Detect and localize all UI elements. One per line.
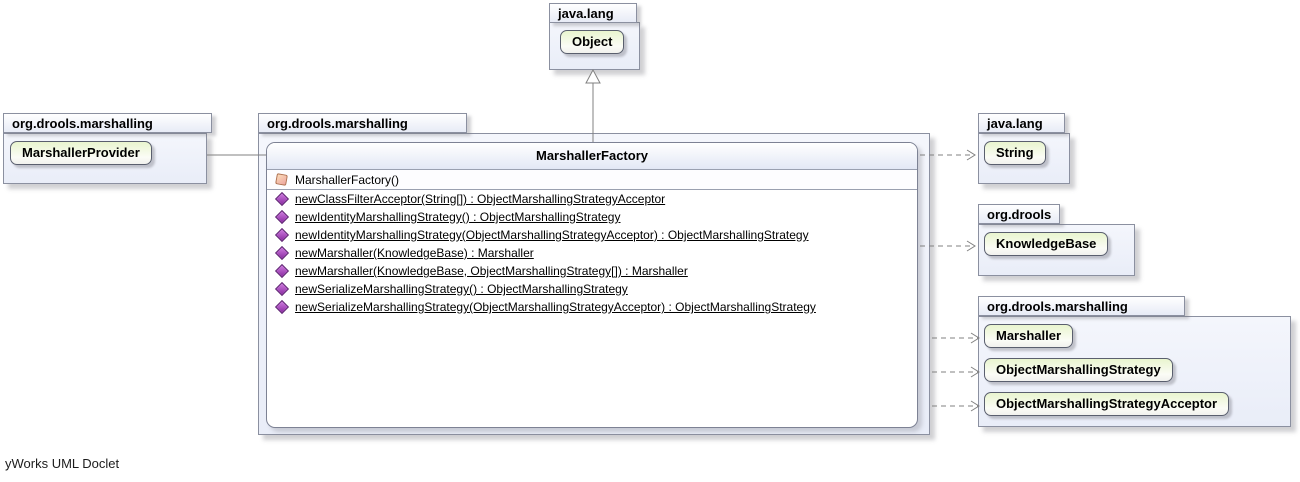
class-objectmarshallingstrategyacceptor[interactable]: ObjectMarshallingStrategyAcceptor (984, 392, 1230, 416)
package-tab-org-drools: org.drools (978, 204, 1060, 224)
method-newidentitymarshallingstrategy[interactable]: newIdentityMarshallingStrategy() : Objec… (267, 208, 917, 226)
package-tab-java-lang-right: java.lang (978, 113, 1065, 133)
inheritance-arrowhead (585, 68, 601, 84)
method-newidentitymarshallingstrategy-acceptor[interactable]: newIdentityMarshallingStrategy(ObjectMar… (267, 226, 917, 244)
method-label: newMarshaller(KnowledgeBase) : Marshalle… (295, 246, 534, 260)
class-marshaller[interactable]: Marshaller (984, 324, 1074, 348)
method-newserializemarshallingstrategy[interactable]: newSerializeMarshallingStrategy() : Obje… (267, 280, 917, 298)
constructor-marshallerfactory[interactable]: MarshallerFactory() (267, 170, 917, 190)
method-label: newIdentityMarshallingStrategy() : Objec… (295, 210, 621, 224)
method-label: newSerializeMarshallingStrategy(ObjectMa… (295, 300, 816, 314)
class-object[interactable]: Object (560, 30, 625, 54)
method-label: newIdentityMarshallingStrategy(ObjectMar… (295, 228, 809, 242)
class-knowledgebase[interactable]: KnowledgeBase (984, 232, 1109, 256)
class-title-marshallerfactory: MarshallerFactory (267, 143, 917, 170)
constructor-icon (275, 173, 288, 186)
ywork-uml-doclet-caption: yWorks UML Doclet (5, 456, 120, 471)
class-box-marshallerfactory: MarshallerFactory MarshallerFactory() ne… (266, 142, 918, 428)
class-objectmarshallingstrategy[interactable]: ObjectMarshallingStrategy (984, 358, 1173, 382)
dependency-arrowhead-knowledgebase (966, 240, 976, 252)
package-tab-marshalling-left: org.drools.marshalling (3, 113, 212, 133)
package-tab-marshalling-center: org.drools.marshalling (258, 113, 467, 133)
dependency-arrowhead-string (966, 149, 976, 161)
method-icon (274, 263, 290, 279)
constructor-label: MarshallerFactory() (295, 172, 400, 187)
method-newserializemarshallingstrategy-acceptor[interactable]: newSerializeMarshallingStrategy(ObjectMa… (267, 298, 917, 316)
method-icon (274, 191, 290, 207)
method-newmarshaller-kbase[interactable]: newMarshaller(KnowledgeBase) : Marshalle… (267, 244, 917, 262)
method-icon (274, 299, 290, 315)
method-label: newClassFilterAcceptor(String[]) : Objec… (295, 192, 666, 206)
method-label: newMarshaller(KnowledgeBase, ObjectMarsh… (295, 264, 688, 278)
method-label: newSerializeMarshallingStrategy() : Obje… (295, 282, 628, 296)
class-string[interactable]: String (984, 141, 1046, 165)
class-marshallerprovider[interactable]: MarshallerProvider (10, 141, 152, 165)
package-tab-marshalling-right: org.drools.marshalling (978, 296, 1185, 316)
method-icon (274, 245, 290, 261)
method-newclassfilteracceptor[interactable]: newClassFilterAcceptor(String[]) : Objec… (267, 190, 917, 208)
package-tab-java-lang-top: java.lang (549, 3, 637, 23)
method-icon (274, 227, 290, 243)
method-newmarshaller-kbase-strategies[interactable]: newMarshaller(KnowledgeBase, ObjectMarsh… (267, 262, 917, 280)
method-icon (274, 281, 290, 297)
method-icon (274, 209, 290, 225)
